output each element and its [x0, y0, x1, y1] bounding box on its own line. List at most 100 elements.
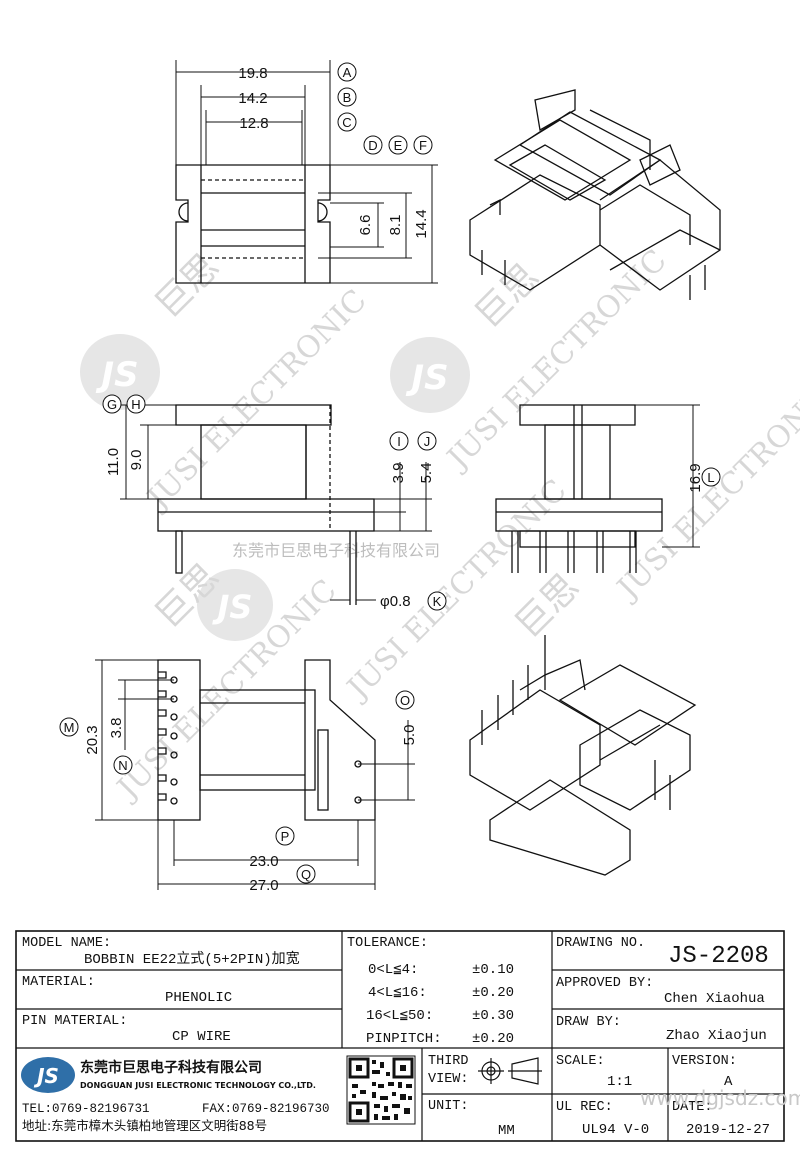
- side-view-dims: [120, 404, 432, 601]
- drawing-no-value: JS-2208: [668, 943, 769, 970]
- model-name-label: MODEL NAME:: [22, 936, 111, 951]
- dim-20-3: 20.3: [84, 725, 101, 754]
- approved-by-value: Chen Xiaohua: [664, 991, 765, 1007]
- callout-C: C: [337, 112, 357, 132]
- company-address: 地址:东莞市樟木头镇柏地管理区文明街88号: [22, 1118, 267, 1133]
- pin-material-label: PIN MATERIAL:: [22, 1014, 127, 1029]
- callout-M: M: [59, 717, 79, 737]
- callout-G: G: [102, 394, 122, 414]
- company-tel: TEL:0769-82196731: [22, 1102, 150, 1116]
- svg-text:O: O: [400, 693, 410, 708]
- dim-8-1: 8.1: [387, 215, 404, 236]
- callout-N: N: [113, 755, 133, 775]
- callout-D: D: [363, 135, 383, 155]
- callouts: A B C D E F G H I J K L M N O P Q: [59, 62, 721, 884]
- svg-text:J: J: [424, 434, 431, 449]
- side-view: [157, 404, 375, 605]
- site-watermark: www.dgjsdz.com: [640, 1086, 800, 1110]
- dim-3-8: 3.8: [108, 718, 125, 739]
- dim-27-0: 27.0: [249, 877, 278, 894]
- dim-19-8: 19.8: [238, 65, 267, 82]
- svg-text:H: H: [131, 397, 140, 412]
- date-label: DATE:: [672, 1100, 713, 1115]
- front-view-dims: [635, 404, 700, 548]
- watermark-company-line: 东莞市巨思电子科技有限公司: [232, 541, 440, 560]
- bottom-view-dims: [95, 659, 415, 890]
- draw-by-label: DRAW BY:: [556, 1015, 621, 1030]
- tolerance-label: TOLERANCE:: [347, 936, 428, 951]
- tolerance-value-4: ±0.20: [472, 1031, 514, 1047]
- dim-14-4: 14.4: [413, 209, 430, 238]
- callout-I: I: [389, 431, 409, 451]
- watermark-brand: JUSI ELECTRONIC: [439, 243, 674, 478]
- tolerance-range-2: 4<L≦16:: [368, 985, 427, 1001]
- scale-value: 1:1: [607, 1074, 632, 1090]
- tolerance-range-1: 0<L≦4:: [368, 962, 418, 978]
- version-label: VERSION:: [672, 1054, 737, 1069]
- ul-rec-value: UL94 V-0: [582, 1122, 649, 1138]
- callout-F: F: [413, 135, 433, 155]
- svg-text:P: P: [281, 829, 290, 844]
- svg-text:K: K: [433, 594, 442, 609]
- third-label: THIRD: [428, 1054, 469, 1069]
- dim-5-4: 5.4: [418, 463, 435, 484]
- watermark-logo-text: JS: [95, 355, 138, 395]
- watermark-chinese: 巨思: [467, 256, 547, 336]
- qr-code: [346, 1055, 416, 1125]
- dim-14-2: 14.2: [238, 90, 267, 107]
- company-name-en: DONGGUAN JUSI ELECTRONIC TECHNOLOGY CO.,…: [80, 1081, 316, 1090]
- svg-text:N: N: [118, 758, 127, 773]
- callout-A: A: [337, 62, 357, 82]
- svg-text:L: L: [707, 470, 714, 485]
- callout-H: H: [126, 394, 146, 414]
- watermark: JS JS JS JUSI ELECTRONIC JUSI ELECTRONIC…: [80, 243, 800, 808]
- callout-L: L: [701, 467, 721, 487]
- svg-text:Q: Q: [301, 867, 311, 882]
- svg-text:C: C: [342, 115, 351, 130]
- drawing-no-label: DRAWING NO.: [556, 936, 645, 951]
- dim-6-6: 6.6: [357, 215, 374, 236]
- ul-rec-label: UL REC:: [556, 1100, 613, 1115]
- svg-text:JS: JS: [33, 1064, 59, 1088]
- callout-E: E: [388, 135, 408, 155]
- company-fax: FAX:0769-82196730: [202, 1102, 330, 1116]
- pin-material-value: CP WIRE: [172, 1029, 231, 1045]
- iso-view-bottom: [469, 635, 697, 876]
- watermark-chinese: 巨思: [507, 566, 587, 646]
- company-logo: JS: [21, 1057, 75, 1093]
- tolerance-value-2: ±0.20: [472, 985, 514, 1001]
- svg-text:I: I: [397, 434, 401, 449]
- dim-9-0: 9.0: [128, 450, 145, 471]
- callout-J: J: [417, 431, 437, 451]
- top-view-dims: [175, 60, 438, 284]
- dim-pin: φ0.8: [380, 593, 411, 610]
- dim-5-0: 5.0: [401, 725, 418, 746]
- version-value: A: [724, 1074, 733, 1090]
- watermark-logo-2: JS: [390, 337, 470, 413]
- svg-text:B: B: [343, 90, 352, 105]
- svg-text:D: D: [368, 138, 377, 153]
- callout-Q: Q: [296, 864, 316, 884]
- dim-12-8: 12.8: [239, 115, 268, 132]
- watermark-logo-1: JS: [80, 334, 160, 410]
- material-value: PHENOLIC: [165, 990, 232, 1006]
- view-label: VIEW:: [428, 1072, 469, 1087]
- dim-16-9: 16.9: [687, 463, 704, 492]
- svg-text:A: A: [343, 65, 352, 80]
- front-view: [495, 404, 663, 573]
- top-view: [175, 164, 331, 284]
- watermark-brand: JUSI ELECTRONIC: [609, 373, 800, 608]
- dim-23-0: 23.0: [249, 853, 278, 870]
- watermark-logo-text: JS: [212, 588, 253, 626]
- unit-label: UNIT:: [428, 1099, 469, 1114]
- unit-value: MM: [498, 1123, 515, 1139]
- draw-by-value: Zhao Xiaojun: [666, 1028, 767, 1044]
- third-angle-projection-icon: [478, 1057, 542, 1085]
- dim-11-0: 11.0: [105, 448, 122, 476]
- material-label: MATERIAL:: [22, 975, 95, 990]
- bottom-view: [157, 659, 376, 821]
- tolerance-range-3: 16<L≦50:: [366, 1008, 433, 1024]
- date-value: 2019-12-27: [686, 1122, 770, 1138]
- watermark-logo-text: JS: [405, 358, 448, 398]
- callout-P: P: [275, 826, 295, 846]
